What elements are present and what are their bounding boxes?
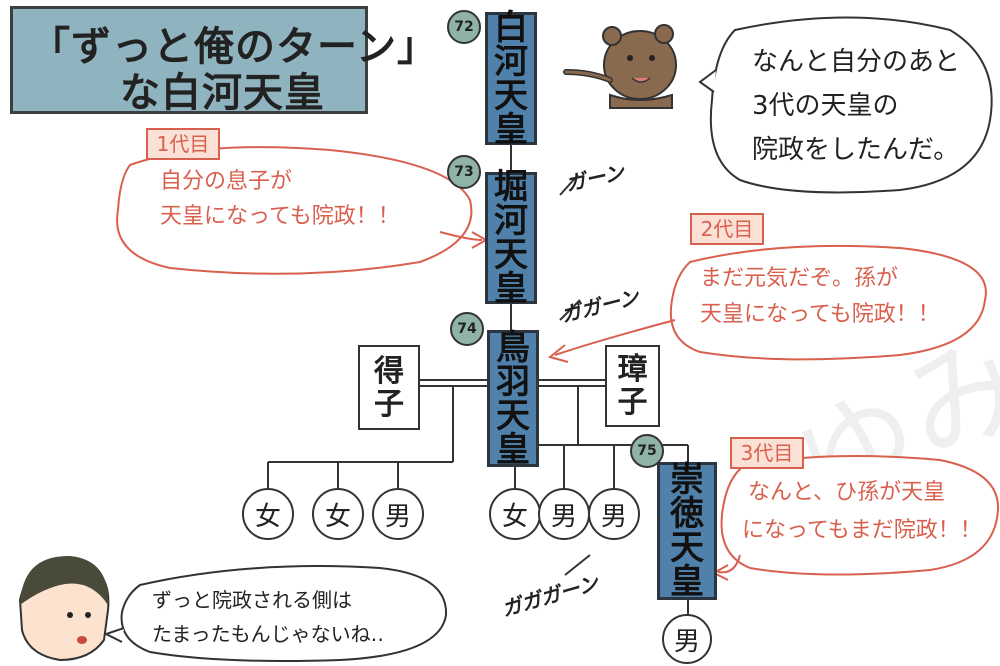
note-line: なんと、ひ孫が天皇 <box>748 480 946 505</box>
emperor-sutoku: 崇徳天皇 <box>657 462 717 600</box>
person-speech-line: たまったもんじゃないね‥ <box>152 622 384 646</box>
child-circle: 男 <box>662 614 712 664</box>
note-tag-2: 2代目 <box>690 213 764 245</box>
note-line: まだ元気だぞ。孫が <box>700 266 899 291</box>
bear-speech-line: なんと自分のあと <box>752 47 961 77</box>
child-circle: 男 <box>538 488 590 540</box>
emperor-horikawa: 堀河天皇 <box>485 170 537 306</box>
person-speech-line: ずっと院政される側は <box>152 588 352 612</box>
child-circle: 女 <box>489 488 541 540</box>
emperor-shirakawa: 白河天皇 <box>485 11 537 147</box>
emperor-number-badge: 74 <box>450 312 484 346</box>
bear-speech-line: 院政をしたんだ。 <box>752 135 960 165</box>
title-box <box>10 6 368 114</box>
title-line1: 「ずっと俺のターン」 <box>30 24 438 70</box>
bear-figure <box>563 24 677 109</box>
bear-speech-line: 3代の天皇の <box>752 91 899 121</box>
note-line: 天皇になっても院政！！ <box>700 302 940 327</box>
child-circle: 男 <box>588 488 640 540</box>
emperor-number-badge: 73 <box>447 155 481 189</box>
emperor-toba: 鳥羽天皇 <box>487 330 539 467</box>
emperor-number-badge: 72 <box>447 10 481 44</box>
note-tag-3: 3代目 <box>730 437 804 469</box>
child-circle: 女 <box>312 488 364 540</box>
note-line: になってもまだ院政！！ <box>742 518 982 543</box>
child-circle: 男 <box>372 488 424 540</box>
consort-tokushi: 得子 <box>358 345 420 430</box>
person-figure <box>18 555 110 662</box>
note-line: 天皇になっても院政！！ <box>160 204 400 229</box>
note-line: 自分の息子が <box>160 169 293 194</box>
consort-shoshi: 璋子 <box>605 345 660 427</box>
title-line2: な白河天皇 <box>120 70 325 116</box>
note-tag-1: 1代目 <box>146 128 220 160</box>
child-circle: 女 <box>242 488 294 540</box>
emperor-number-badge: 75 <box>630 434 664 468</box>
